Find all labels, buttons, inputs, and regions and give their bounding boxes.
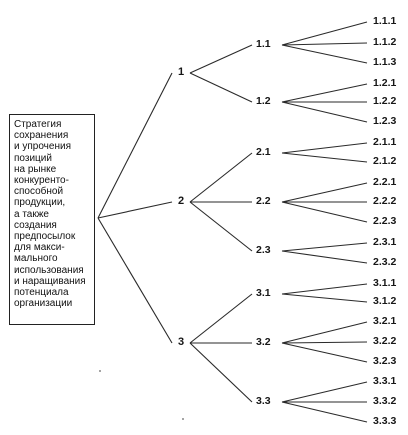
root-line: на рынке <box>14 163 57 175</box>
edge-subbranch-to-leaf <box>281 83 368 103</box>
root-line: организации <box>14 298 73 310</box>
leaf-node-label: 3.2.1 <box>373 315 397 327</box>
edge-branch-to-subbranch <box>189 44 253 74</box>
leaf-node-label: 2.3.1 <box>373 236 397 248</box>
subbranch-node-label: 2.2 <box>256 195 271 207</box>
root-line: создания <box>14 219 57 231</box>
root-line: использования <box>14 264 84 276</box>
edge-root-to-branch <box>97 72 173 219</box>
edge-subbranch-to-leaf <box>281 44 368 64</box>
subbranch-node-label: 2.3 <box>256 244 271 256</box>
leaf-node-label: 1.2.1 <box>373 77 397 89</box>
leaf-node-label: 3.2.3 <box>373 355 397 367</box>
edge-branch-to-subbranch <box>189 72 253 103</box>
root-box <box>9 114 95 325</box>
edge-subbranch-to-leaf <box>281 152 368 163</box>
edge-branch-to-subbranch <box>189 293 253 344</box>
scan-speck <box>16 268 18 270</box>
edge-subbranch-to-leaf <box>281 293 368 303</box>
leaf-node-label: 2.2.1 <box>373 176 397 188</box>
subbranch-node-label: 1.1 <box>256 38 271 50</box>
branch-node-label: 2 <box>178 195 185 207</box>
leaf-node-label: 3.3.2 <box>373 395 397 407</box>
leaf-node-label: 2.1.2 <box>373 155 397 167</box>
root-line: для макси- <box>14 242 65 254</box>
subbranch-node-label: 3.1 <box>256 287 271 299</box>
root-line: а также <box>14 208 49 220</box>
root-line: и упрочения <box>14 141 71 153</box>
edge-branch-to-subbranch <box>189 201 253 252</box>
edge-branch-to-subbranch <box>189 152 253 203</box>
subbranch-node-label: 1.2 <box>256 95 271 107</box>
scan-speck <box>99 370 101 372</box>
subbranch-node-label: 2.1 <box>256 146 271 158</box>
branch-node-label: 3 <box>178 336 185 348</box>
root-line: потенциала <box>14 287 69 299</box>
edge-subbranch-to-leaf <box>281 250 368 264</box>
root-line: конкуренто- <box>14 175 69 187</box>
root-line: способной <box>14 186 64 198</box>
root-line: мального <box>14 253 58 265</box>
edge-subbranch-to-leaf <box>281 21 368 46</box>
edge-subbranch-to-leaf <box>281 242 368 252</box>
leaf-node-label: 3.3.3 <box>373 415 397 427</box>
edge-subbranch-to-leaf <box>281 342 368 363</box>
leaf-node-label: 3.1.2 <box>373 295 397 307</box>
leaf-node-label: 3.1.1 <box>373 277 397 289</box>
root-line: и наращивания <box>14 275 86 287</box>
edge-subbranch-to-leaf <box>281 101 368 123</box>
subbranch-node-label: 3.3 <box>256 395 271 407</box>
edge-root-to-branch <box>97 217 173 344</box>
root-line: Стратегия <box>14 119 62 130</box>
leaf-node-label: 3.3.1 <box>373 375 397 387</box>
edge-subbranch-to-leaf <box>281 341 368 344</box>
leaf-node-label: 1.2.2 <box>373 95 397 107</box>
leaf-node-label: 2.2.2 <box>373 195 397 207</box>
root-line: сохранения <box>14 130 69 142</box>
branch-node-label: 1 <box>178 66 185 78</box>
leaf-node-label: 2.2.3 <box>373 215 397 227</box>
leaf-node-label: 3.2.2 <box>373 335 397 347</box>
edge-subbranch-to-leaf <box>281 142 368 154</box>
edge-subbranch-to-leaf <box>281 381 368 403</box>
leaf-node-label: 1.1.1 <box>373 15 397 27</box>
edge-subbranch-to-leaf <box>281 201 368 223</box>
edge-subbranch-to-leaf <box>281 42 368 46</box>
edge-subbranch-to-leaf <box>281 321 368 344</box>
edge-root-to-branch <box>97 201 173 219</box>
root-line: предпосылок <box>14 231 76 243</box>
edge-branch-to-subbranch <box>189 342 253 403</box>
leaf-node-label: 2.1.1 <box>373 136 397 148</box>
leaf-node-label: 1.1.2 <box>373 36 397 48</box>
edge-subbranch-to-leaf <box>281 182 368 203</box>
leaf-node-label: 1.2.3 <box>373 115 397 127</box>
scan-speck <box>182 418 184 420</box>
subbranch-node-label: 3.2 <box>256 336 271 348</box>
edge-subbranch-to-leaf <box>281 283 368 295</box>
leaf-node-label: 2.3.2 <box>373 256 397 268</box>
root-line: продукции, <box>14 197 66 209</box>
leaf-node-label: 1.1.3 <box>373 56 397 68</box>
root-line: позиций <box>14 152 52 164</box>
root-label: Стратегия сохранения и упрочения позиций… <box>14 119 98 309</box>
edge-subbranch-to-leaf <box>281 401 368 423</box>
